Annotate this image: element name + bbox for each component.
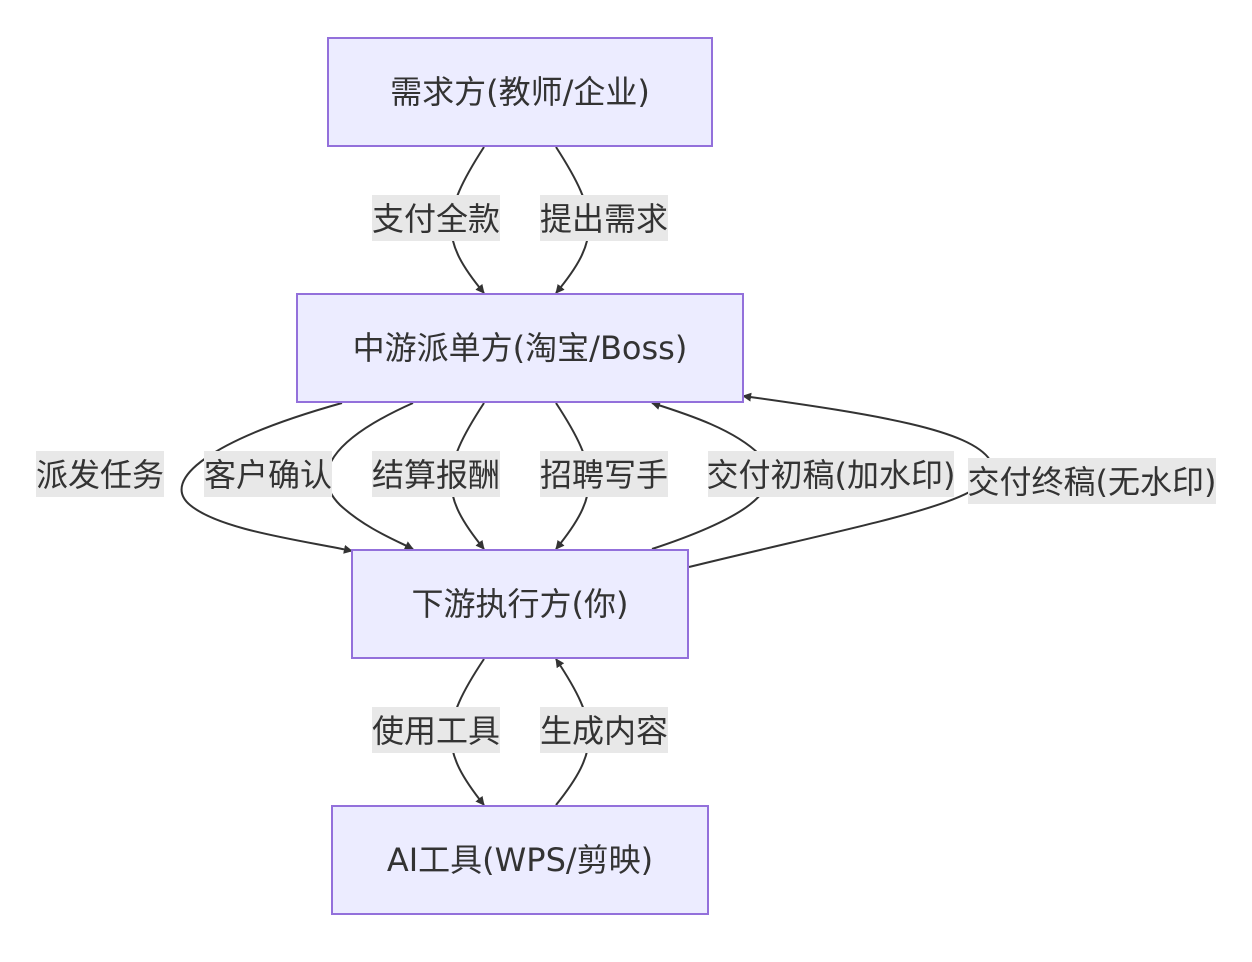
edge-label-generate: 生成内容 <box>540 707 668 753</box>
edge-label-final-text: 交付终稿(无水印) <box>968 463 1217 501</box>
edge-label-final: 交付终稿(无水印) <box>968 458 1217 504</box>
node-demand: 需求方(教师/企业) <box>327 37 713 147</box>
node-down: 下游执行方(你) <box>351 549 689 659</box>
node-middle-label: 中游派单方(淘宝/Boss) <box>353 329 688 367</box>
edge-label-recruit-text: 招聘写手 <box>540 456 668 494</box>
edge-label-use-tool-text: 使用工具 <box>372 712 500 750</box>
edge-label-request: 提出需求 <box>540 195 668 241</box>
node-ai: AI工具(WPS/剪映) <box>331 805 709 915</box>
edge-label-dispatch-text: 派发任务 <box>36 456 164 494</box>
edge-label-confirm-text: 客户确认 <box>204 456 332 494</box>
edge-label-draft: 交付初稿(加水印) <box>707 451 956 497</box>
node-middle: 中游派单方(淘宝/Boss) <box>296 293 744 403</box>
edge-label-settle: 结算报酬 <box>372 451 500 497</box>
edge-label-dispatch: 派发任务 <box>36 451 164 497</box>
node-down-label: 下游执行方(你) <box>412 585 629 623</box>
edge-label-confirm: 客户确认 <box>204 451 332 497</box>
edge-label-payment: 支付全款 <box>372 195 500 241</box>
edge-middle-to-down-dispatch <box>180 402 353 554</box>
edge-label-payment-text: 支付全款 <box>372 200 500 238</box>
edge-labels: 支付全款 提出需求 派发任务 客户确认 结算报酬 招聘写手 交付初稿(加水印) <box>36 195 1217 753</box>
nodes: 需求方(教师/企业) 中游派单方(淘宝/Boss) 下游执行方(你) AI工具(… <box>296 37 744 915</box>
edge-label-generate-text: 生成内容 <box>540 712 668 750</box>
edge-middle-to-down-confirm <box>325 402 414 550</box>
edge-label-use-tool: 使用工具 <box>372 707 500 753</box>
node-demand-label: 需求方(教师/企业) <box>390 73 650 111</box>
edge-label-request-text: 提出需求 <box>540 200 668 238</box>
edge-label-recruit: 招聘写手 <box>540 451 668 497</box>
node-ai-label: AI工具(WPS/剪映) <box>387 841 653 879</box>
edge-label-draft-text: 交付初稿(加水印) <box>707 456 956 494</box>
edge-label-settle-text: 结算报酬 <box>372 456 500 494</box>
